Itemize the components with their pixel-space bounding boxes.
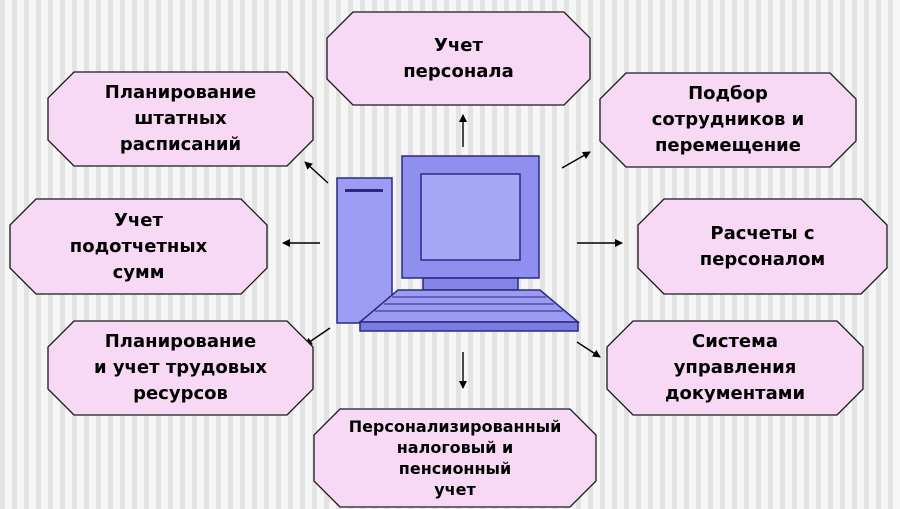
node-shape xyxy=(47,71,314,167)
node-shape xyxy=(326,11,591,106)
node-recruitment: Подбор сотрудников и перемещение xyxy=(599,72,857,168)
node-staff-scheduling: Планирование штатных расписаний xyxy=(47,71,314,167)
arrow-to-staff-scheduling xyxy=(304,161,329,184)
node-labor-planning: Планирование и учет трудовых ресурсов xyxy=(47,320,314,416)
node-settlements: Расчеты с персоналом xyxy=(637,198,888,295)
octagon-shape xyxy=(9,198,268,295)
octagon-shape xyxy=(637,198,888,295)
octagon-shape xyxy=(326,11,591,106)
node-personnel-accounting: Учет персонала xyxy=(326,11,591,106)
node-shape xyxy=(606,320,864,416)
node-label: Планирование и учет трудовых ресурсов xyxy=(93,331,268,404)
octagon-shape xyxy=(599,72,857,168)
octagon-shape xyxy=(313,408,597,508)
node-accountable-sums: Учет подотчетных сумм xyxy=(9,198,268,295)
node-tax-pension: Персонализированный налоговый и пенсионн… xyxy=(313,408,597,508)
node-label: Система управления документами xyxy=(664,331,806,404)
octagon-shape xyxy=(47,71,314,167)
node-label: Персонализированный налоговый и пенсионн… xyxy=(348,417,562,499)
arrow-to-document-management xyxy=(576,341,601,358)
computer-keyboard xyxy=(357,289,581,332)
node-label: Учет персонала xyxy=(403,34,514,82)
computer-tower xyxy=(336,177,393,324)
node-shape xyxy=(599,72,857,168)
arrow-to-recruitment xyxy=(561,151,591,169)
node-shape xyxy=(47,320,314,416)
octagon-shape xyxy=(606,320,864,416)
node-label: Подбор сотрудников и перемещение xyxy=(651,83,805,156)
node-shape xyxy=(637,198,888,295)
computer-monitor xyxy=(401,155,540,291)
arrow-to-labor-planning xyxy=(304,327,331,346)
node-shape xyxy=(313,408,597,508)
octagon-shape xyxy=(47,320,314,416)
node-shape xyxy=(9,198,268,295)
node-document-management: Система управления документами xyxy=(606,320,864,416)
node-label: Расчеты с персоналом xyxy=(699,222,826,270)
node-label: Учет подотчетных сумм xyxy=(69,209,208,283)
node-label: Планирование штатных расписаний xyxy=(104,82,257,155)
